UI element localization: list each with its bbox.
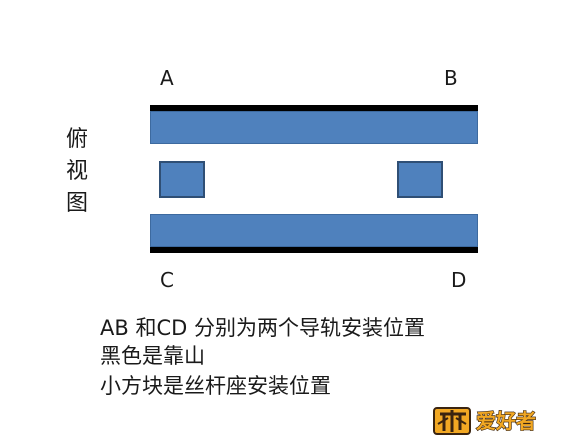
label-c: C <box>160 268 174 292</box>
top-guide-rail <box>150 111 478 144</box>
view-char-3: 图 <box>65 191 88 216</box>
bottom-backrest <box>150 247 478 253</box>
left-screw-block <box>159 161 205 198</box>
watermark-logo: 爱好者 <box>433 407 537 435</box>
view-char-2: 视 <box>65 159 88 184</box>
caption-rails: AB 和CD 分别为两个导轨安装位置 <box>100 316 425 340</box>
bottom-guide-rail <box>150 214 478 247</box>
logo-badge-icon <box>433 407 471 435</box>
caption-backrest: 黑色是靠山 <box>100 344 205 368</box>
caption-blocks: 小方块是丝杆座安装位置 <box>100 374 331 398</box>
view-char-1: 俯 <box>65 127 88 152</box>
label-b: B <box>444 66 458 90</box>
logo-text: 爱好者 <box>476 409 536 433</box>
top-backrest <box>150 105 478 111</box>
label-d: D <box>451 268 467 292</box>
label-a: A <box>160 66 174 90</box>
right-screw-block <box>397 161 443 198</box>
top-view-label: 俯 视 图 <box>64 124 90 220</box>
